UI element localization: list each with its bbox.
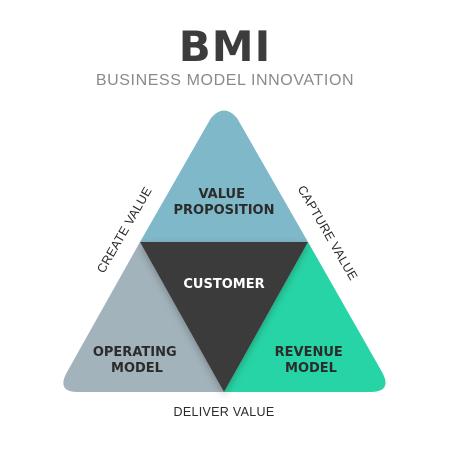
operating-model-label: OPERATING MODEL xyxy=(93,345,181,376)
operating-model-segment xyxy=(63,242,225,392)
page-subtitle: BUSINESS MODEL INNOVATION xyxy=(95,72,355,89)
page-title: BMI xyxy=(178,22,272,71)
value-proposition-segment xyxy=(140,110,308,242)
revenue-model-label: REVENUE MODEL xyxy=(275,345,348,376)
customer-segment xyxy=(140,242,308,392)
revenue-model-segment xyxy=(224,242,386,392)
customer-label: CUSTOMER xyxy=(183,277,264,292)
value-proposition-label: VALUE PROPOSITION xyxy=(173,187,274,218)
deliver-value-label: DELIVER VALUE xyxy=(174,405,275,419)
